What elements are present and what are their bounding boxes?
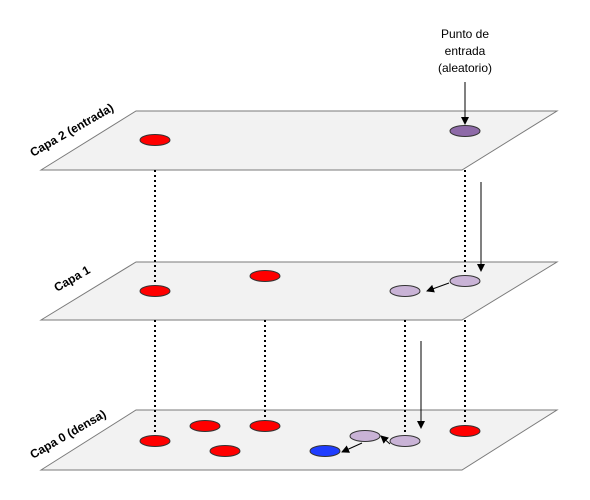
entry-point-label-line2: entrada	[445, 44, 486, 58]
entry-point-label-line3: (aleatorio)	[438, 61, 492, 75]
layer2-entry-node	[449, 125, 481, 137]
layer0-path-node-a	[349, 430, 381, 442]
layer-1-plane	[39, 261, 559, 321]
layer2-node-red	[139, 134, 171, 146]
arrow-layer0-path-1	[380, 435, 391, 445]
layer0-target-node	[309, 445, 341, 457]
layer1-path-node-a	[389, 285, 421, 297]
layer0-node-red-e	[449, 425, 481, 437]
layer0-node-red-c	[209, 445, 241, 457]
arrow-layer1-path	[426, 282, 450, 293]
layer-1-label: Capa 1	[52, 263, 93, 295]
entry-point-label-line1: Punto de	[441, 27, 489, 41]
layer0-path-node-b	[389, 435, 421, 447]
layer1-node-red-b	[249, 270, 281, 282]
layer-2-plane	[39, 110, 559, 171]
layer0-node-red-a	[139, 435, 171, 447]
arrow-layer0-path-2	[341, 442, 363, 453]
layer0-node-red-b	[189, 420, 221, 432]
layer-0-plane	[39, 409, 559, 471]
layer1-path-node-b	[449, 275, 481, 287]
layer1-node-red-a	[139, 285, 171, 297]
layer0-node-red-d	[249, 420, 281, 432]
